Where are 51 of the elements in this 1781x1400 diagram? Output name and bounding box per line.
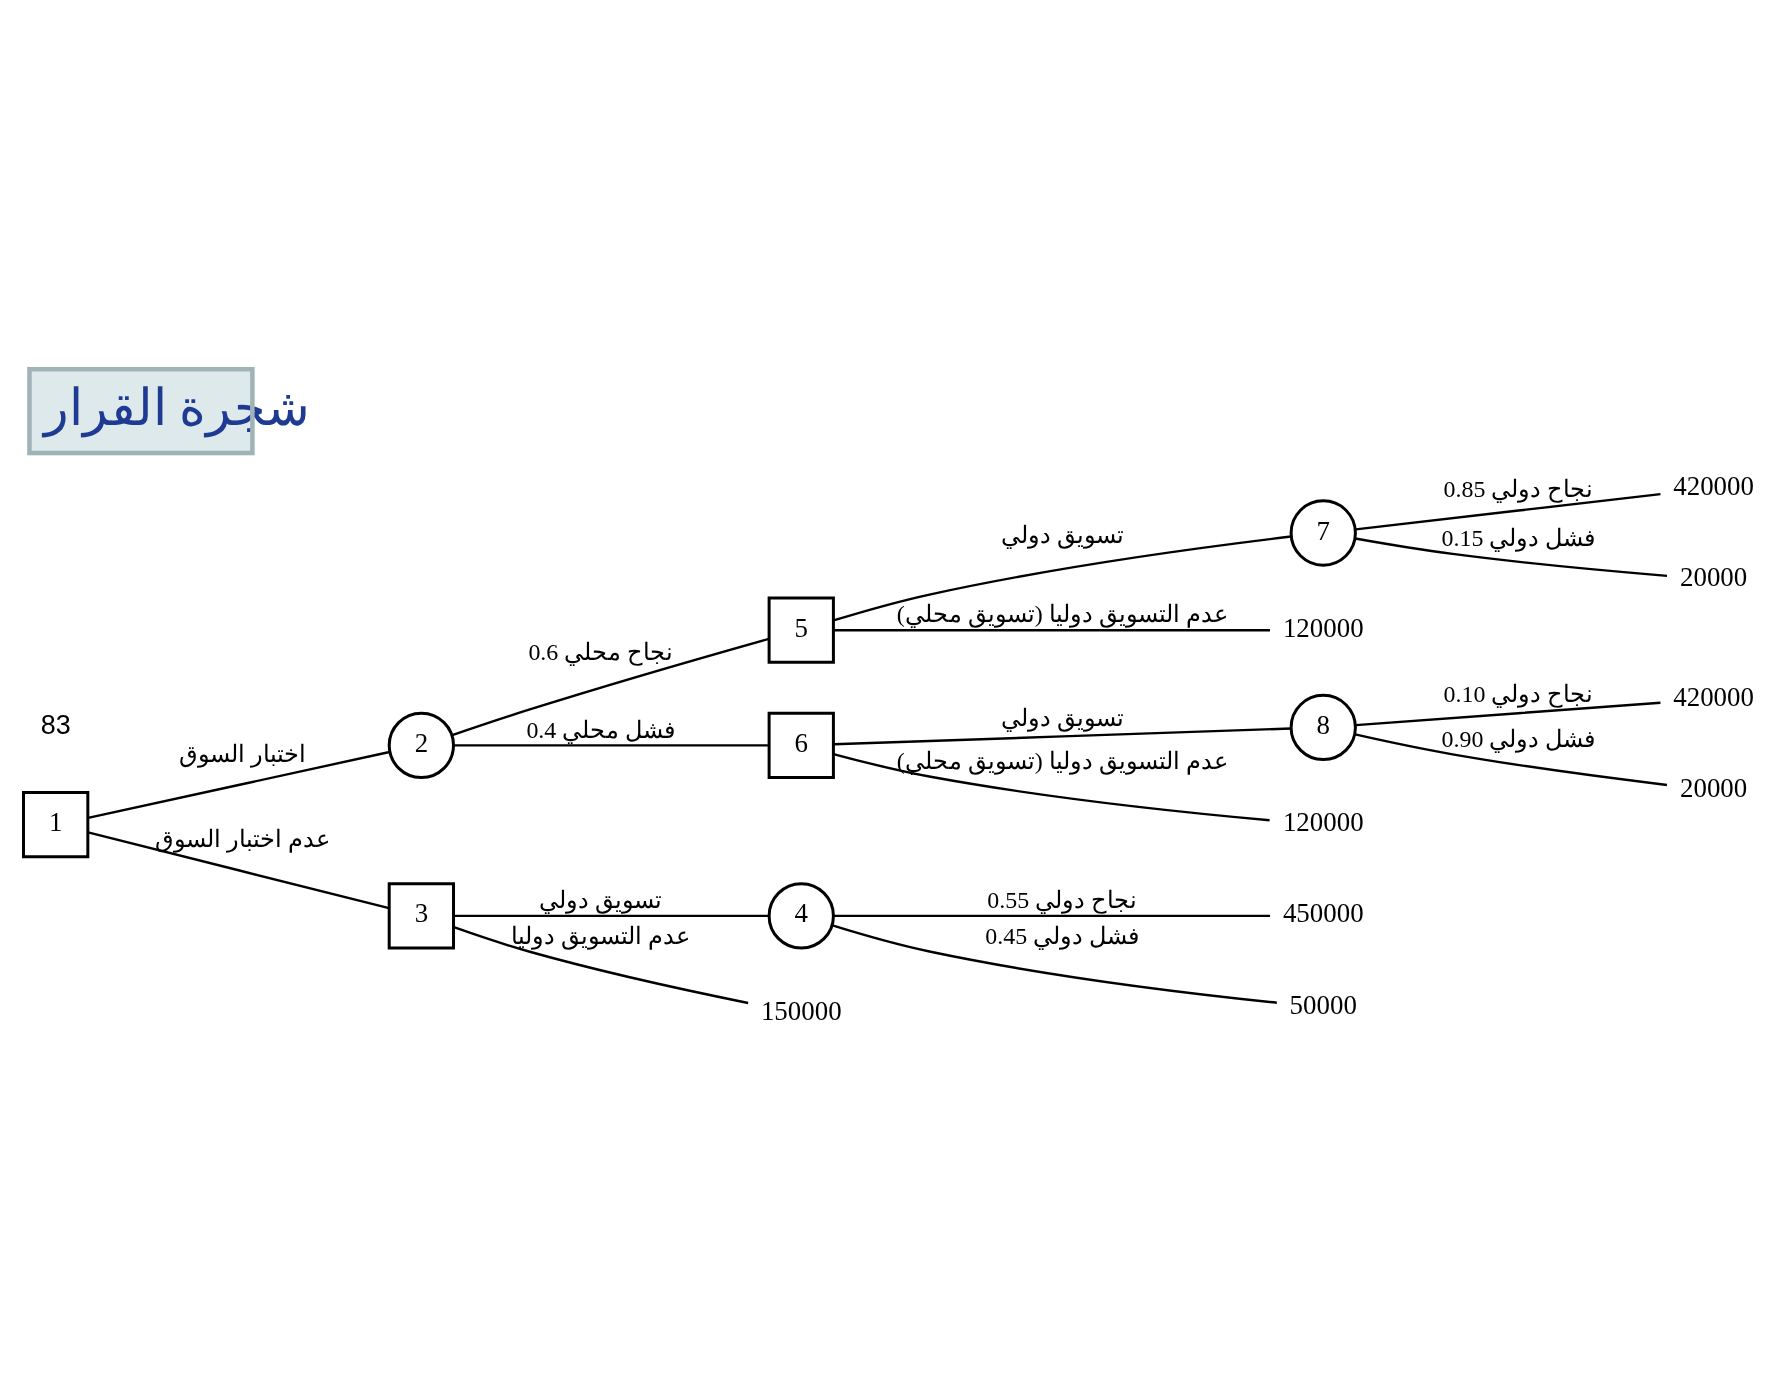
connector [1354,732,1667,786]
edge-label: عدم التسويق دوليا (تسويق محلي) [896,600,1228,627]
node-box: 3 [387,881,455,950]
node-text: 150000 [760,995,842,1026]
connector [1355,701,1660,726]
node-text: 20000 [1679,561,1747,592]
edge-label: فشل دولي 0.45 [984,922,1139,949]
node-circle: 2 [387,711,455,779]
connector [833,628,1270,631]
connector [833,726,1291,745]
connector [87,750,390,819]
label: 83 [40,709,71,740]
diagram-title: شجرة القرار [43,379,310,436]
node-text: 420000 [1672,470,1754,501]
node-box: 1 [21,790,89,858]
edge-label: تسويق دولي [538,886,662,913]
node-text: 450000 [1282,897,1364,928]
connector [451,637,769,736]
node-text: 20000 [1679,772,1747,803]
edge-label: عدم اختبار السوق [154,825,330,852]
connector [831,923,1277,1004]
edge-label: اختبار السوق [178,740,306,767]
connector [453,743,769,747]
connector [1354,536,1667,577]
connector [87,830,389,909]
connector [833,914,1270,917]
edge-label: فشل دولي 0.90 [1441,725,1595,752]
node-circle: 7 [1289,498,1357,567]
edge-label: نجاح دولي 0.85 [1443,475,1593,502]
edge-label: نجاح دولي 0.55 [986,886,1137,913]
node-box: 5 [767,596,835,664]
edge-label: نجاح دولي 0.10 [1443,680,1593,707]
node-circle: 8 [1289,693,1357,761]
edge-label: عدم التسويق دوليا (تسويق محلي) [896,747,1228,774]
edge-label: تسويق دولي [1000,521,1124,548]
edge-label: فشل دولي 0.15 [1441,524,1595,551]
edge-label: تسويق دولي [1000,704,1124,731]
edge-label: عدم التسويق دوليا [510,922,690,949]
connector [832,534,1291,622]
node-box: 6 [767,711,835,779]
node-text: 120000 [1282,806,1364,837]
connector [453,925,748,1004]
node-circle: 4 [767,881,835,950]
edge-label: نجاح محلي 0.6 [527,638,673,665]
edge-label: فشل محلي 0.4 [525,716,675,743]
node-text: 120000 [1282,612,1364,643]
node-text: 50000 [1289,989,1357,1020]
connector [832,752,1270,821]
node-text: 420000 [1672,681,1754,712]
connector [1355,492,1661,531]
connector [453,914,769,917]
